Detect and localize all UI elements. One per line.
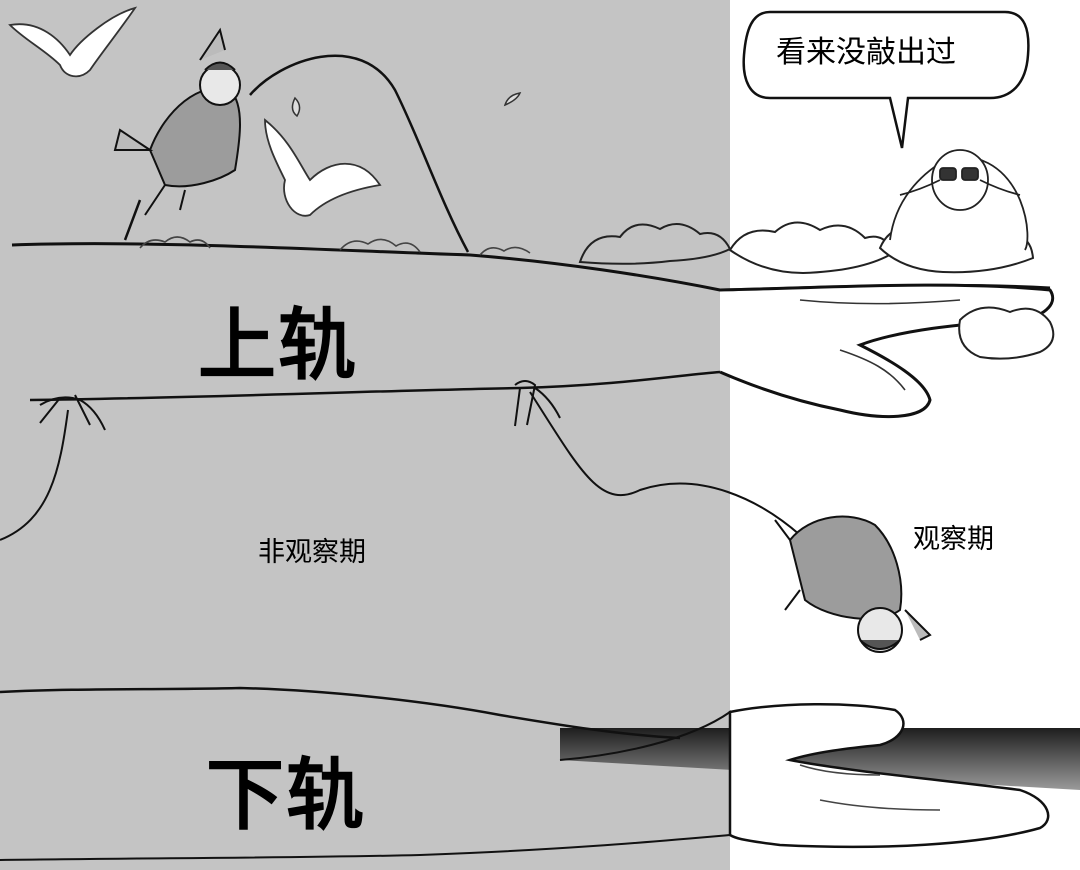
upper-rail-rope xyxy=(29,370,721,402)
dark-band xyxy=(560,728,1080,790)
monkey-king-falling xyxy=(774,515,932,653)
hanging-rope-middle xyxy=(529,391,801,536)
lower-arm xyxy=(0,710,731,861)
dove-icon xyxy=(8,6,138,78)
cloud-icon xyxy=(139,236,531,256)
bounce-arc xyxy=(123,54,470,253)
rope-knot-icon xyxy=(39,380,561,431)
speech-bubble-text: 看来没敲出过 xyxy=(776,35,956,70)
observation-label: 观察期 xyxy=(913,524,994,555)
lower-hand xyxy=(728,702,1050,849)
monkey-king-figure xyxy=(113,27,241,216)
observer-with-binoculars xyxy=(889,149,1029,251)
hanging-rope-left xyxy=(0,409,69,541)
speech-bubble xyxy=(742,10,1030,149)
non-observation-label: 非观察期 xyxy=(258,537,366,568)
leaf-icon xyxy=(291,92,522,118)
lower-rail-ground xyxy=(0,686,681,740)
upper-rail-label: 上轨 xyxy=(198,301,359,391)
upper-hand-crease xyxy=(799,299,961,391)
lower-hand-crease xyxy=(799,764,941,811)
dove-icon xyxy=(264,118,382,217)
lower-rail-label: 下轨 xyxy=(206,751,367,841)
